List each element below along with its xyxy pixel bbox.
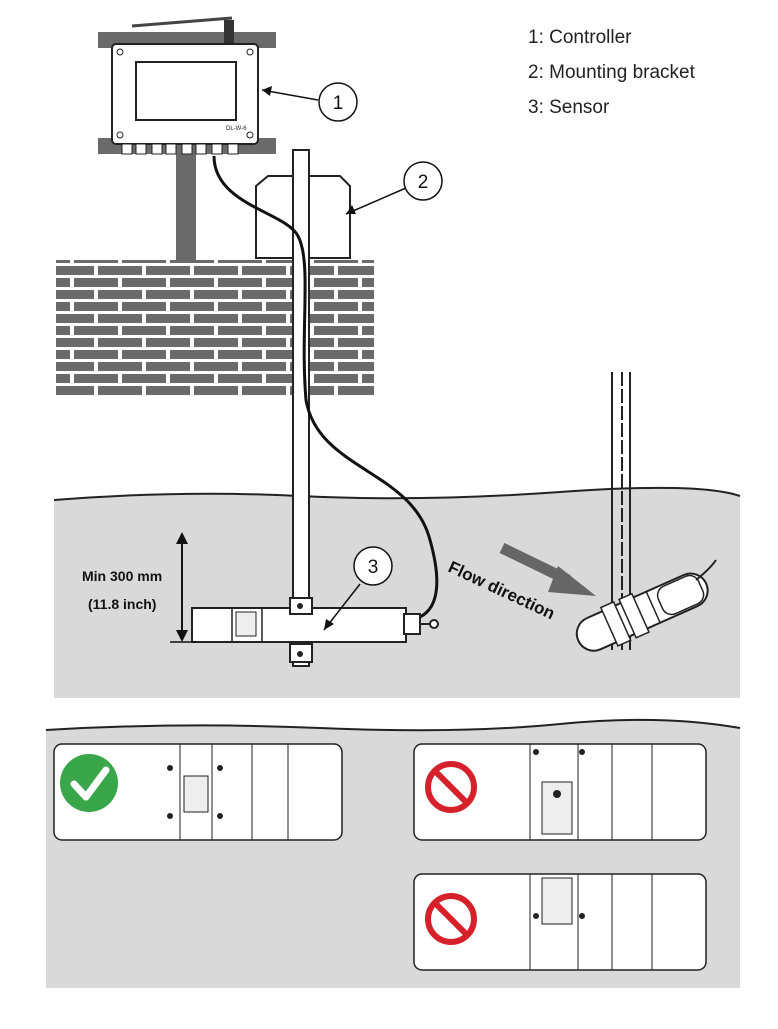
sensor: [191, 597, 439, 663]
flow-arrow-icon: [499, 543, 596, 596]
example-incorrect-2: [413, 873, 707, 971]
controller-post: [176, 150, 196, 262]
controller-screen: [135, 61, 237, 121]
legend-item-mounting-bracket: 2: Mounting bracket: [528, 62, 695, 83]
min-depth-label-inch: (11.8 inch): [88, 596, 156, 612]
example-correct: [53, 743, 343, 841]
orientation-examples: [45, 718, 741, 988]
callout-controller: 1: [261, 82, 358, 122]
legend-item-sensor: 3: Sensor: [528, 97, 610, 118]
prohibited-icon: [425, 761, 477, 813]
check-icon: [60, 754, 118, 812]
example-incorrect-1: [413, 743, 707, 841]
callout-2-number: 2: [418, 172, 429, 193]
controller: DL-W-6: [111, 16, 259, 155]
brick-wall: [56, 260, 374, 398]
legend-item-controller: 1: Controller: [528, 27, 632, 48]
alternate-mount: [575, 372, 717, 652]
min-depth-indicator: Min 300 mm (11.8 inch): [82, 532, 196, 643]
callout-bracket: 2: [345, 161, 443, 215]
min-depth-label: Min 300 mm: [82, 568, 162, 584]
legend: 1: Controller 2: Mounting bracket 3: Sen…: [528, 20, 695, 125]
controller-model-label: DL-W-6: [226, 126, 247, 132]
callout-3-number: 3: [368, 557, 379, 578]
prohibited-icon: [425, 893, 477, 945]
callout-sensor: 3: [323, 546, 393, 631]
water-surface-top: [53, 486, 741, 501]
water-area-top: [54, 487, 740, 698]
antenna-icon: [131, 16, 233, 28]
callout-1-number: 1: [333, 93, 344, 114]
sensor-cable: [212, 155, 439, 622]
